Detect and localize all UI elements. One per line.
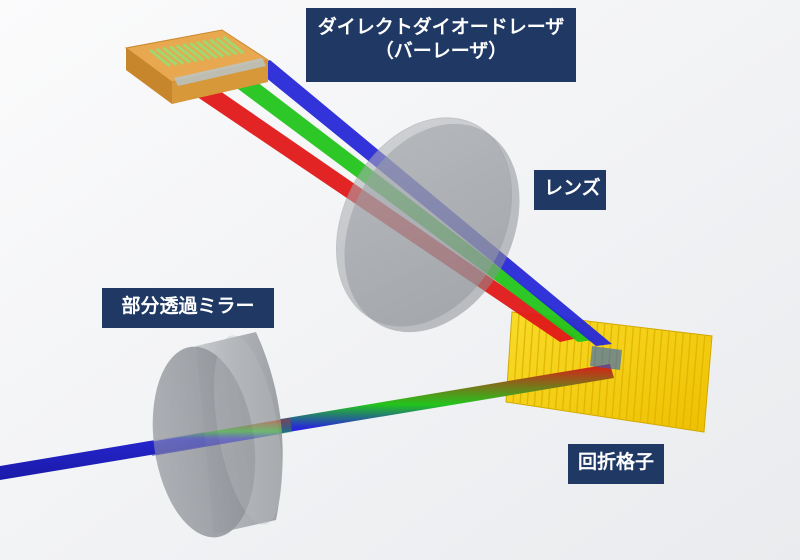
label-lens: レンズ — [534, 170, 606, 210]
grating-beam-spot — [590, 346, 622, 370]
laser-emitter-stripe — [202, 39, 225, 58]
grating-groove — [653, 329, 663, 425]
label-grating: 回折格子 — [568, 444, 664, 484]
laser-emitter-stripe — [182, 42, 205, 62]
laser-emitter-stripe — [189, 41, 211, 61]
grating-groove — [667, 331, 677, 427]
grating-groove — [689, 334, 699, 430]
grating-groove — [533, 315, 542, 407]
label-partial-mirror: 部分透過ミラー — [102, 288, 274, 328]
label-diode-laser: ダイレクトダイオードレーザ （バーレーザ） — [306, 8, 576, 82]
laser-emitter-stripe — [169, 45, 191, 64]
laser-emitter-stripe — [149, 48, 171, 68]
laser-emitter-stripe — [162, 46, 185, 65]
laser-emitter-stripe — [175, 44, 198, 63]
laser-emitter-stripe — [222, 35, 245, 55]
laser-emitter-stripe — [155, 47, 178, 67]
lens — [335, 117, 520, 333]
grating-groove — [632, 327, 642, 422]
laser-emitter-stripe — [195, 40, 218, 60]
diode-laser-bar — [124, 29, 270, 104]
label-diode-laser-line2: （バーレーザ） — [374, 39, 508, 62]
grating-groove — [696, 335, 706, 431]
grating-groove — [675, 332, 685, 428]
grating-groove — [646, 329, 656, 424]
output-beam-through-mirror — [150, 418, 292, 456]
grating-groove — [660, 330, 670, 426]
laser-emitter-stripe — [215, 37, 238, 56]
grating-groove — [618, 325, 627, 420]
grating-groove — [611, 324, 620, 419]
grating-groove — [639, 328, 649, 423]
grating-groove — [682, 333, 692, 429]
laser-emitter-stripe — [209, 38, 231, 57]
grating-groove — [625, 326, 635, 421]
label-diode-laser-line1: ダイレクトダイオードレーザ — [317, 16, 565, 38]
